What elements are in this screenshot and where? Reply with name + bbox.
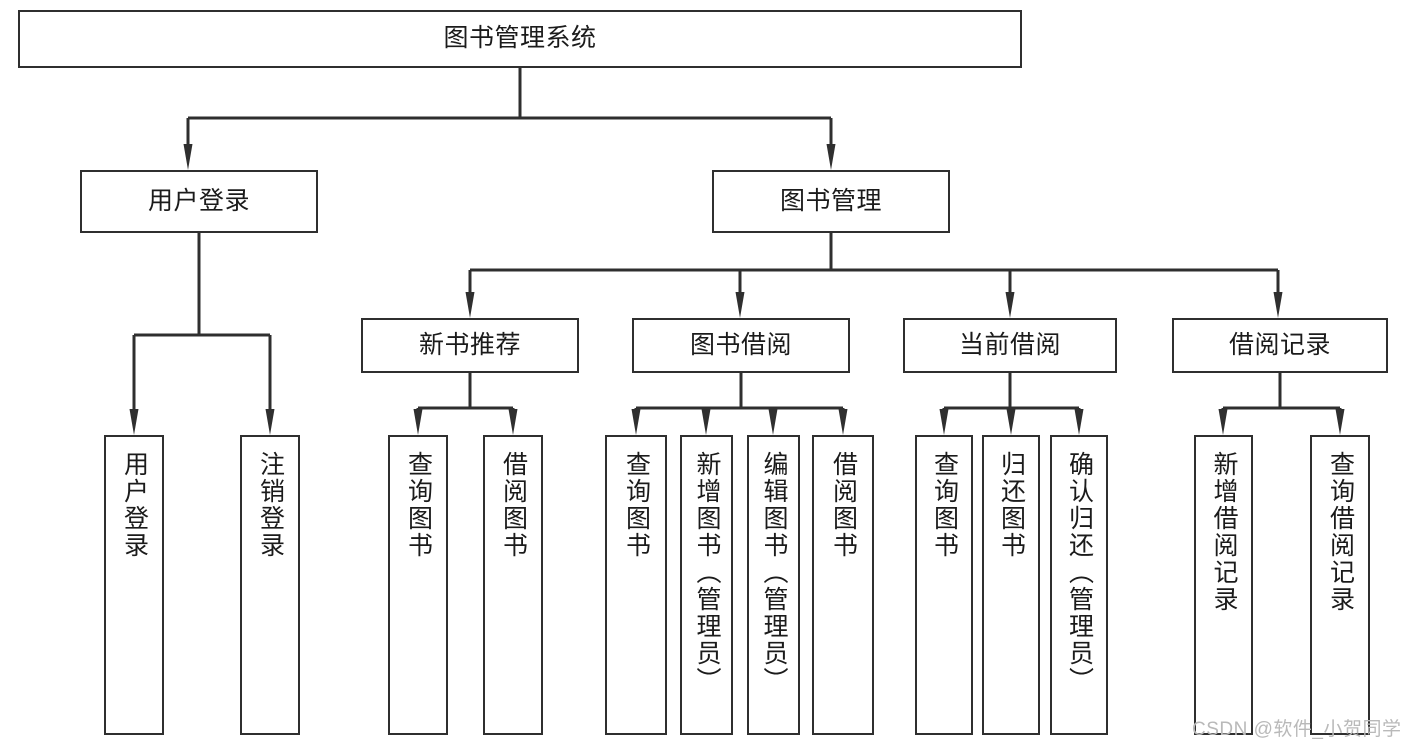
node-leaf_8[interactable]: 查询图书 (915, 435, 973, 735)
book-manage-to-level2-arrowhead-3 (1273, 292, 1283, 318)
node-leaf_10[interactable]: 确认归还（管理员） (1050, 435, 1108, 735)
node-l2_0[interactable]: 新书推荐 (361, 318, 579, 373)
node-leaf_7[interactable]: 借阅图书 (812, 435, 874, 735)
current-borrow-to-children-arrowhead-0 (939, 409, 949, 435)
node-leaf_4[interactable]: 查询图书 (605, 435, 667, 735)
node-label: 归还图书 (997, 451, 1026, 559)
node-label: 确认归还（管理员） (1065, 451, 1094, 694)
node-leaf_6[interactable]: 编辑图书（管理员） (747, 435, 800, 735)
node-label: 新书推荐 (418, 330, 521, 359)
node-leaf_0[interactable]: 用户登录 (104, 435, 164, 735)
borrow-record-to-children-arrowhead-0 (1218, 409, 1228, 435)
node-label: 借阅图书 (499, 451, 528, 559)
node-label: 查询图书 (622, 451, 651, 559)
node-leaf_9[interactable]: 归还图书 (982, 435, 1040, 735)
book-manage-to-level2-arrowhead-2 (1005, 292, 1015, 318)
borrow-to-children-arrowhead-0 (631, 409, 641, 435)
node-label: 查询图书 (930, 451, 959, 559)
book-manage-to-level2-arrowhead-0 (465, 292, 475, 318)
node-label: 查询图书 (404, 451, 433, 559)
node-leaf_3[interactable]: 借阅图书 (483, 435, 543, 735)
node-label: 注销登录 (256, 451, 285, 559)
node-l2_2[interactable]: 当前借阅 (903, 318, 1117, 373)
node-label: 借阅记录 (1228, 330, 1331, 359)
node-leaf_5[interactable]: 新增图书（管理员） (680, 435, 733, 735)
node-l2_1[interactable]: 图书借阅 (632, 318, 850, 373)
node-label: 用户登录 (147, 186, 250, 215)
node-leaf_12[interactable]: 查询借阅记录 (1310, 435, 1370, 735)
root-to-level1-arrowhead-0 (183, 144, 193, 170)
user-login-to-children-arrowhead-0 (129, 409, 139, 435)
node-label: 图书借阅 (689, 330, 792, 359)
node-label: 编辑图书（管理员） (760, 451, 788, 694)
new-book-to-children-arrowhead-1 (508, 409, 518, 435)
current-borrow-to-children-arrowhead-2 (1074, 409, 1084, 435)
borrow-to-children-arrowhead-2 (768, 409, 778, 435)
node-l1_1[interactable]: 图书管理 (712, 170, 950, 233)
node-label: 当前借阅 (958, 330, 1061, 359)
node-label: 新增图书（管理员） (693, 451, 721, 694)
node-leaf_11[interactable]: 新增借阅记录 (1194, 435, 1253, 735)
node-label: 新增借阅记录 (1210, 451, 1238, 613)
current-borrow-to-children-arrowhead-1 (1006, 409, 1016, 435)
node-label: 用户登录 (120, 451, 149, 559)
node-label: 借阅图书 (829, 451, 858, 559)
node-l2_3[interactable]: 借阅记录 (1172, 318, 1388, 373)
watermark: CSDN @软件_小贺同学 (1192, 719, 1402, 740)
book-manage-to-level2-arrowhead-1 (735, 292, 745, 318)
user-login-to-children-arrowhead-1 (265, 409, 275, 435)
node-l1_0[interactable]: 用户登录 (80, 170, 318, 233)
node-label: 查询借阅记录 (1326, 451, 1355, 613)
borrow-record-to-children-arrowhead-1 (1335, 409, 1345, 435)
node-root[interactable]: 图书管理系统 (18, 10, 1022, 68)
node-label: 图书管理 (779, 186, 882, 215)
node-leaf_1[interactable]: 注销登录 (240, 435, 300, 735)
new-book-to-children-arrowhead-0 (413, 409, 423, 435)
borrow-to-children-arrowhead-3 (838, 409, 848, 435)
root-to-level1-arrowhead-1 (826, 144, 836, 170)
node-label: 图书管理系统 (443, 24, 597, 53)
borrow-to-children-arrowhead-1 (701, 409, 711, 435)
node-leaf_2[interactable]: 查询图书 (388, 435, 448, 735)
